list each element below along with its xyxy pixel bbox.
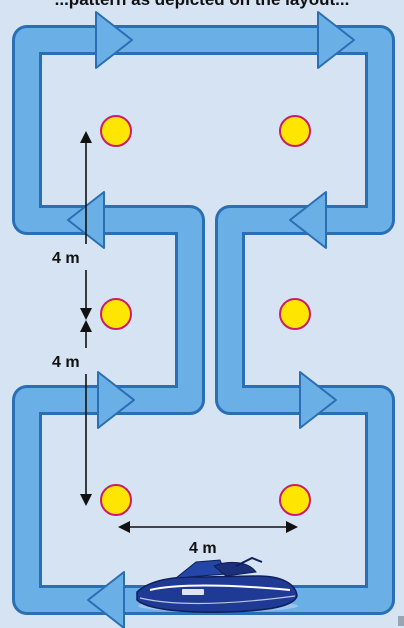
- header-text: ...pattern as depicted on the layout...: [0, 0, 404, 10]
- label-backing: [48, 348, 88, 374]
- buoys: [100, 115, 311, 516]
- dimension-label: 4 m: [52, 354, 80, 371]
- buoy: [279, 484, 311, 516]
- buoy: [100, 298, 132, 330]
- dimension-label: 4 m: [189, 540, 217, 557]
- label-backing: [48, 244, 88, 270]
- arrow-left-icon: [87, 571, 125, 628]
- buoy: [100, 484, 132, 516]
- buoy: [100, 115, 132, 147]
- arrow-left-icon: [289, 191, 327, 249]
- arrow-right-icon: [97, 371, 135, 429]
- direction-arrows: [67, 11, 355, 628]
- corner-mark: [398, 616, 404, 626]
- arrow-right-icon: [299, 371, 337, 429]
- arrow-right-icon: [317, 11, 355, 69]
- jet-ski-icon: [136, 556, 298, 613]
- arrow-right-icon: [95, 11, 133, 69]
- course-path: [12, 25, 395, 615]
- buoy: [279, 115, 311, 147]
- buoy: [279, 298, 311, 330]
- dimension-label: 4 m: [52, 250, 80, 267]
